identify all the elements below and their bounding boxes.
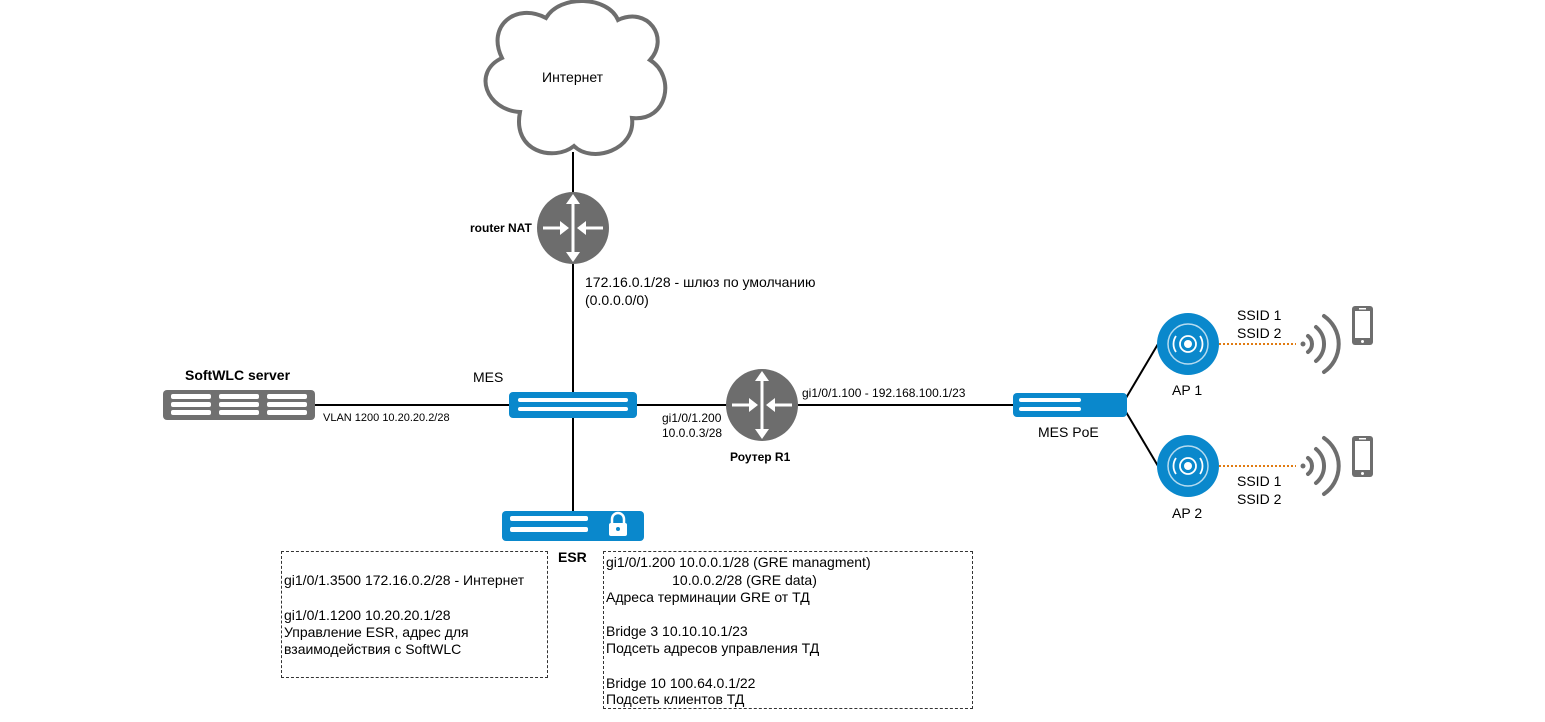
info-line: взаимодействия с SoftWLC bbox=[284, 641, 462, 657]
r1-left-address-label: 10.0.0.3/28 bbox=[662, 426, 723, 440]
info-line: Bridge 3 10.10.10.1/23 bbox=[606, 623, 748, 639]
softwlc-label: SoftWLC server bbox=[185, 367, 291, 383]
router-nat-label: router NAT bbox=[470, 221, 532, 235]
server-icon bbox=[163, 390, 315, 420]
router-icon bbox=[726, 369, 798, 441]
info-line: 10.0.0.2/28 (GRE data) bbox=[606, 572, 817, 588]
mes-label: MES bbox=[473, 369, 504, 385]
r1-left-interface-label: gi1/0/1.200 bbox=[662, 411, 722, 425]
link-mespoe-ap2 bbox=[1125, 411, 1159, 467]
info-line: Управление ESR, адрес для bbox=[284, 624, 469, 640]
ap1-label: AP 1 bbox=[1172, 382, 1203, 398]
info-line: gi1/0/1.200 10.0.0.1/28 (GRE managment) bbox=[606, 554, 871, 570]
vlan1200-label: VLAN 1200 10.20.20.2/28 bbox=[323, 412, 450, 424]
nat-default-route-label: (0.0.0.0/0) bbox=[585, 292, 649, 308]
r1-right-interface-label: gi1/0/1.100 - 192.168.100.1/23 bbox=[802, 386, 966, 400]
phone-icon bbox=[1352, 306, 1373, 345]
info-line: Подсеть клиентов ТД bbox=[606, 691, 745, 707]
router-r1-label: Роутер R1 bbox=[730, 450, 791, 464]
phone-icon bbox=[1352, 436, 1373, 477]
wifi-signal-icon bbox=[1300, 436, 1341, 496]
wireless-links bbox=[1219, 343, 1296, 467]
esr-label: ESR bbox=[558, 549, 587, 565]
switch-icon bbox=[509, 392, 637, 418]
info-line: gi1/0/1.1200 10.20.20.1/28 bbox=[284, 607, 451, 623]
info-line: Адреса терминации GRE от ТД bbox=[606, 589, 810, 605]
ap1-ssid-1: SSID 1 bbox=[1237, 307, 1282, 323]
firewall-lock-icon bbox=[502, 511, 644, 541]
esr-right-info-box: gi1/0/1.200 10.0.0.1/28 (GRE managment) … bbox=[603, 551, 973, 709]
ap2-label: AP 2 bbox=[1172, 505, 1203, 521]
internet-label: Интернет bbox=[542, 69, 604, 85]
cloud-icon bbox=[483, 0, 668, 156]
access-point-icon bbox=[1157, 313, 1219, 375]
info-line: Подсеть адресов управления ТД bbox=[606, 640, 820, 656]
access-point-icon bbox=[1157, 435, 1219, 497]
switch-icon bbox=[1013, 393, 1127, 417]
info-line: Bridge 10 100.64.0.1/22 bbox=[606, 675, 756, 691]
links bbox=[315, 152, 1159, 512]
router-icon bbox=[537, 192, 609, 264]
mes-poe-label: MES PoE bbox=[1038, 424, 1099, 440]
link-mespoe-ap1 bbox=[1125, 343, 1159, 399]
ap2-ssid-1: SSID 1 bbox=[1237, 473, 1282, 489]
wifi-signal-icon bbox=[1300, 314, 1341, 374]
ap2-ssid-2: SSID 2 bbox=[1237, 491, 1282, 507]
nat-gateway-label: 172.16.0.1/28 - шлюз по умолчанию bbox=[585, 274, 816, 290]
esr-left-info-box: gi1/0/1.3500 172.16.0.2/28 - Интернет gi… bbox=[281, 551, 548, 678]
ap1-ssid-2: SSID 2 bbox=[1237, 325, 1282, 341]
info-line: gi1/0/1.3500 172.16.0.2/28 - Интернет bbox=[284, 572, 525, 588]
